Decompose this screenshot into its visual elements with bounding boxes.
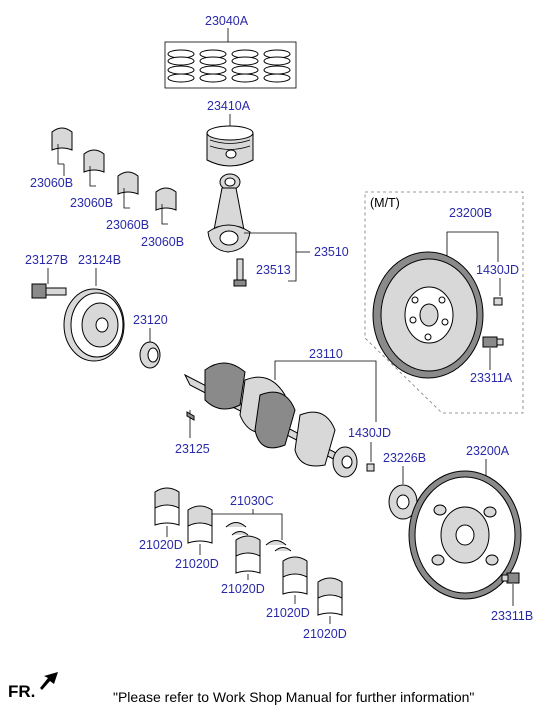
rod-bearing-2[interactable] (83, 149, 105, 187)
main-bearing-4[interactable] (282, 556, 308, 595)
label-21020d-2[interactable]: 21020D (175, 557, 219, 571)
flywheel-bolt-mt[interactable] (482, 336, 504, 348)
flex-plate-spacer[interactable] (388, 484, 418, 520)
label-23120[interactable]: 23120 (133, 313, 168, 327)
label-23110[interactable]: 23110 (309, 347, 343, 361)
piston[interactable] (206, 125, 254, 167)
direction-label: FR. (8, 682, 36, 701)
label-23125[interactable]: 23125 (175, 442, 210, 456)
mt-box-title: (M/T) (370, 196, 400, 210)
label-23060b-1[interactable]: 23060B (30, 176, 73, 190)
label-23311a[interactable]: 23311A (470, 371, 513, 385)
pulley-bolt[interactable] (31, 283, 67, 299)
footer-note: "Please refer to Work Shop Manual for fu… (113, 689, 475, 705)
main-bearing-1[interactable] (154, 487, 180, 526)
front-arrow-icon (40, 672, 58, 690)
flywheel-mt[interactable] (372, 251, 484, 379)
rod-bearing-4[interactable] (155, 187, 177, 225)
piston-rings[interactable] (164, 28, 297, 89)
label-21020d-3[interactable]: 21020D (221, 582, 265, 596)
label-23513[interactable]: 23513 (256, 263, 291, 277)
label-23124b[interactable]: 23124B (78, 253, 121, 267)
damper-pulley[interactable] (63, 288, 125, 362)
label-23060b-3[interactable]: 23060B (106, 218, 149, 232)
flywheel-pin[interactable] (493, 297, 503, 306)
label-23200b[interactable]: 23200B (449, 206, 492, 220)
label-1430jd[interactable]: 1430JD (348, 426, 391, 440)
label-23060b-4[interactable]: 23060B (141, 235, 184, 249)
drive-plate-bolt[interactable] (501, 572, 520, 584)
con-rod-bolt[interactable] (233, 258, 247, 287)
thrust-washers[interactable] (225, 522, 292, 552)
label-21030c[interactable]: 21030C (230, 494, 274, 508)
label-23040a[interactable]: 23040A (205, 14, 249, 28)
main-bearing-2[interactable] (187, 505, 213, 544)
rod-bearing-1[interactable] (51, 127, 73, 165)
label-23200a[interactable]: 23200A (466, 444, 510, 458)
label-23311b[interactable]: 23311B (491, 609, 533, 623)
label-23127b[interactable]: 23127B (25, 253, 68, 267)
label-1430jd-fw[interactable]: 1430JD (476, 263, 519, 277)
main-bearing-5[interactable] (317, 577, 343, 616)
connecting-rod[interactable] (207, 173, 251, 253)
drive-plate[interactable] (408, 470, 522, 600)
dowel-pin[interactable] (366, 463, 375, 472)
crankshaft[interactable] (183, 362, 358, 478)
label-21020d-4[interactable]: 21020D (266, 606, 310, 620)
label-23410a[interactable]: 23410A (207, 99, 251, 113)
label-23226b[interactable]: 23226B (383, 451, 426, 465)
label-21020d-5[interactable]: 21020D (303, 627, 347, 641)
label-23510[interactable]: 23510 (314, 245, 349, 259)
label-21020d-1[interactable]: 21020D (139, 538, 183, 552)
main-bearing-3[interactable] (235, 535, 261, 574)
crank-sprocket[interactable] (139, 341, 161, 369)
rod-bearing-3[interactable] (117, 171, 139, 209)
crank-key[interactable] (186, 411, 195, 421)
label-23060b-2[interactable]: 23060B (70, 196, 113, 210)
